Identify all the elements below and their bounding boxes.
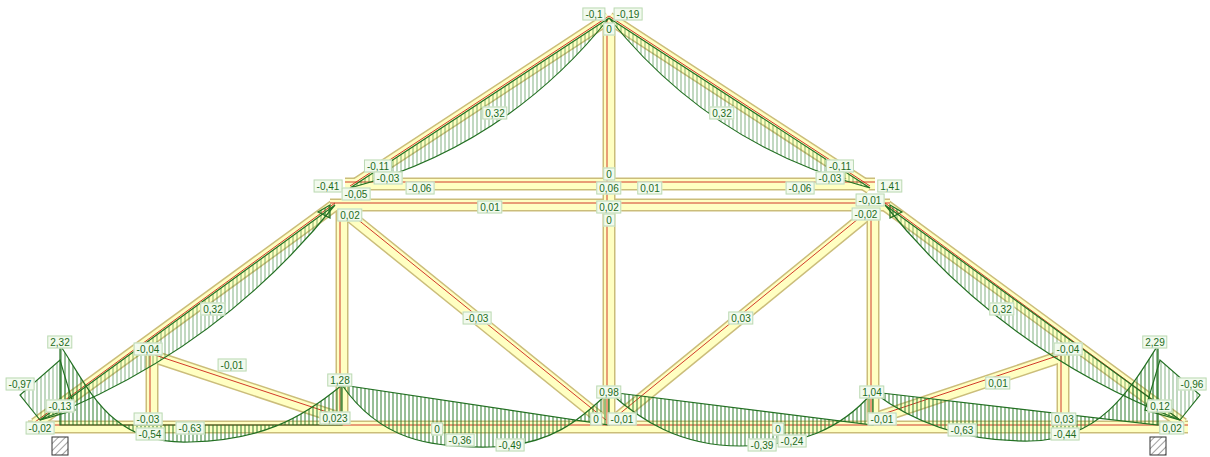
moment-value: 0 bbox=[590, 413, 602, 426]
moment-value: -0,44 bbox=[1051, 428, 1080, 441]
moment-value: 0 bbox=[431, 423, 443, 436]
moment-value: -0,03 bbox=[463, 312, 492, 325]
moment-value: -0,04 bbox=[134, 343, 163, 356]
moment-value: -0,03 bbox=[374, 172, 403, 185]
moment-value: 0,32 bbox=[482, 107, 507, 120]
moment-value: 0,02 bbox=[337, 209, 362, 222]
moment-value: 0,98 bbox=[596, 386, 621, 399]
moment-value: 0 bbox=[603, 23, 615, 36]
moment-value: -0,54 bbox=[136, 428, 165, 441]
moment-value: -0,39 bbox=[748, 439, 777, 452]
moment-value: -0,03 bbox=[134, 413, 163, 426]
moment-value: 2,32 bbox=[47, 336, 72, 349]
moment-value: 0,03 bbox=[1051, 413, 1076, 426]
moment-value: -0,49 bbox=[496, 439, 525, 452]
moment-value: 0,12 bbox=[1147, 400, 1172, 413]
moment-value: 1,41 bbox=[877, 180, 902, 193]
moment-value: -0,06 bbox=[406, 182, 435, 195]
moment-value: 0,03 bbox=[728, 312, 753, 325]
moment-value: -0,63 bbox=[176, 422, 205, 435]
moment-value: -0,01 bbox=[856, 194, 885, 207]
moment-value: -0,04 bbox=[1054, 343, 1083, 356]
moment-value: -0,01 bbox=[218, 359, 247, 372]
moment-value: -0,24 bbox=[778, 435, 807, 448]
moment-value: -0,63 bbox=[948, 424, 977, 437]
moment-value: -0,96 bbox=[1178, 378, 1207, 391]
moment-value: -0,02 bbox=[852, 208, 881, 221]
moment-value: 0,32 bbox=[989, 303, 1014, 316]
moment-value: -0,97 bbox=[6, 378, 35, 391]
moment-value: 1,28 bbox=[327, 374, 352, 387]
moment-value: -0,03 bbox=[816, 172, 845, 185]
moment-value: -0,41 bbox=[314, 180, 343, 193]
moment-value: -0,36 bbox=[446, 434, 475, 447]
moment-value: 0,06 bbox=[596, 182, 621, 195]
moment-value: 0,01 bbox=[637, 182, 662, 195]
moment-value: 0,32 bbox=[709, 107, 734, 120]
moment-value: 0,32 bbox=[200, 303, 225, 316]
moment-value: -0,02 bbox=[26, 422, 55, 435]
moment-value: 0,01 bbox=[477, 201, 502, 214]
moment-value: -0,13 bbox=[46, 400, 75, 413]
moment-value: -0,1 bbox=[582, 8, 605, 21]
moment-value: 0 bbox=[603, 168, 615, 181]
moment-value: 1,04 bbox=[859, 386, 884, 399]
moment-value: 0,02 bbox=[596, 201, 621, 214]
moment-value: -0,01 bbox=[608, 413, 637, 426]
moment-value: -0,01 bbox=[868, 413, 897, 426]
moment-value: -0,19 bbox=[614, 8, 643, 21]
moment-value: 2,29 bbox=[1142, 336, 1167, 349]
moment-value: 0,02 bbox=[1159, 422, 1184, 435]
moment-value: -0,06 bbox=[786, 182, 815, 195]
moment-value: 0 bbox=[603, 214, 615, 227]
moment-value: 0,023 bbox=[319, 412, 350, 425]
moment-value: 0,01 bbox=[985, 377, 1010, 390]
moment-value: -0,05 bbox=[342, 188, 371, 201]
